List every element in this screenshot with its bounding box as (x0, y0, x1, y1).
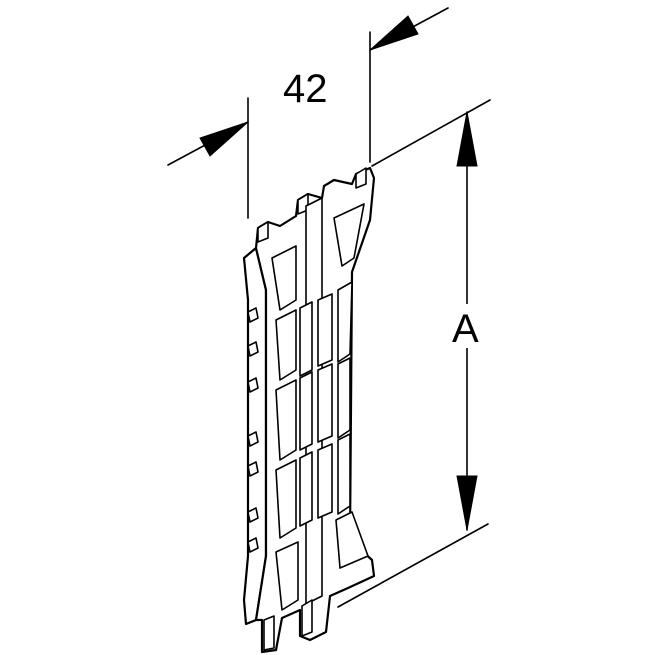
width-dimension: 42 (167, 7, 449, 219)
height-label: A (452, 307, 479, 351)
bottom-prong-left (263, 615, 275, 651)
width-label: 42 (283, 67, 328, 111)
lower-cavity-left (275, 541, 299, 611)
extension-line-top (371, 99, 491, 167)
spacer-part (242, 166, 376, 654)
lattice-cell (275, 379, 297, 461)
upper-cavity-right (333, 203, 365, 267)
side-tooth (247, 377, 259, 393)
extension-line-bottom (337, 523, 489, 608)
arrow-head-right (369, 15, 419, 51)
side-tooth (247, 461, 259, 477)
lattice-cell (337, 357, 351, 439)
lattice-cell (299, 451, 313, 527)
lattice-cell (299, 371, 313, 451)
top-prong-right (355, 167, 367, 189)
lattice-cell (275, 309, 297, 381)
label-background (448, 304, 488, 348)
lattice-cell (317, 293, 333, 367)
upper-cavity-left (271, 245, 297, 311)
lattice-cell (337, 433, 351, 515)
side-tooth (247, 537, 259, 553)
side-tooth (247, 341, 259, 357)
lattice-cell (317, 443, 333, 519)
arrow-head-left (199, 121, 249, 157)
lattice-cell (275, 459, 297, 539)
side-tooth (247, 431, 259, 447)
lattice-cell (299, 301, 313, 377)
lattice-cell (337, 281, 353, 363)
arrow-head-bottom (456, 475, 478, 531)
height-dimension: A (337, 99, 491, 608)
side-tooth (247, 507, 259, 523)
arrow-head-top (456, 111, 478, 167)
side-tooth (247, 307, 259, 323)
top-prong-left (257, 221, 269, 243)
bottom-prong-mid (301, 599, 313, 637)
lattice-cell (317, 363, 333, 443)
side-teeth (247, 307, 259, 553)
lower-cavity-right (335, 511, 369, 569)
